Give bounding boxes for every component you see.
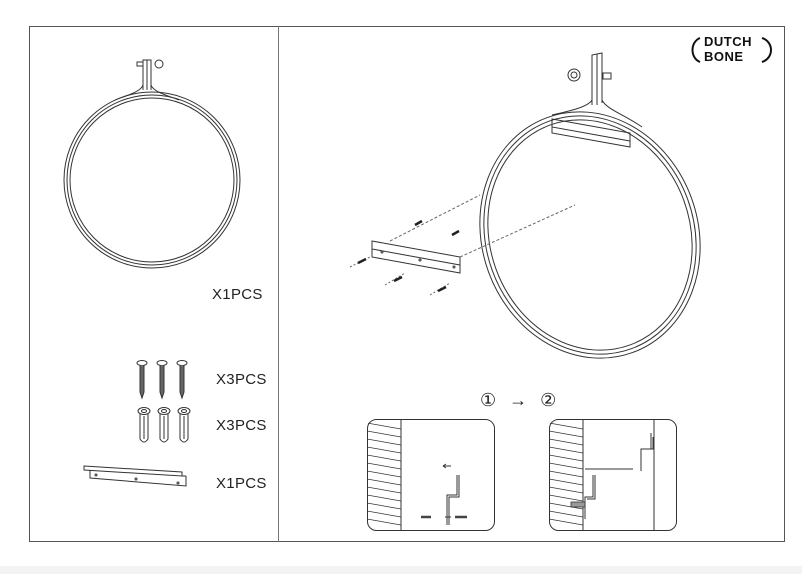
step-2-label: ②	[540, 390, 557, 410]
brand-line2: BONE	[704, 49, 744, 64]
panel-divider	[278, 26, 279, 542]
brand-logo: DUTCH BONE	[690, 32, 774, 68]
wall-plugs-illustration	[137, 407, 191, 443]
brand-line1: DUTCH	[704, 34, 752, 49]
globe-icon	[691, 37, 772, 63]
assembly-illustration	[349, 52, 701, 359]
arrow-icon: →	[509, 390, 528, 410]
screws-qty: X3PCS	[216, 371, 267, 388]
step-1-label: ①	[480, 390, 497, 410]
step-sequence: ① → ②	[480, 390, 556, 411]
page-footer-band	[0, 566, 802, 574]
step-2-detail	[549, 419, 677, 531]
mounting-bracket-qty: X1PCS	[216, 475, 267, 492]
mounting-bracket-illustration	[83, 465, 187, 487]
ring-hanger-illustration	[63, 59, 241, 269]
instruction-sheet	[29, 26, 785, 542]
ring-hanger-qty: X1PCS	[212, 286, 263, 303]
wall-plugs-qty: X3PCS	[216, 417, 267, 434]
screws-illustration	[136, 360, 188, 400]
step-1-detail	[367, 419, 495, 531]
